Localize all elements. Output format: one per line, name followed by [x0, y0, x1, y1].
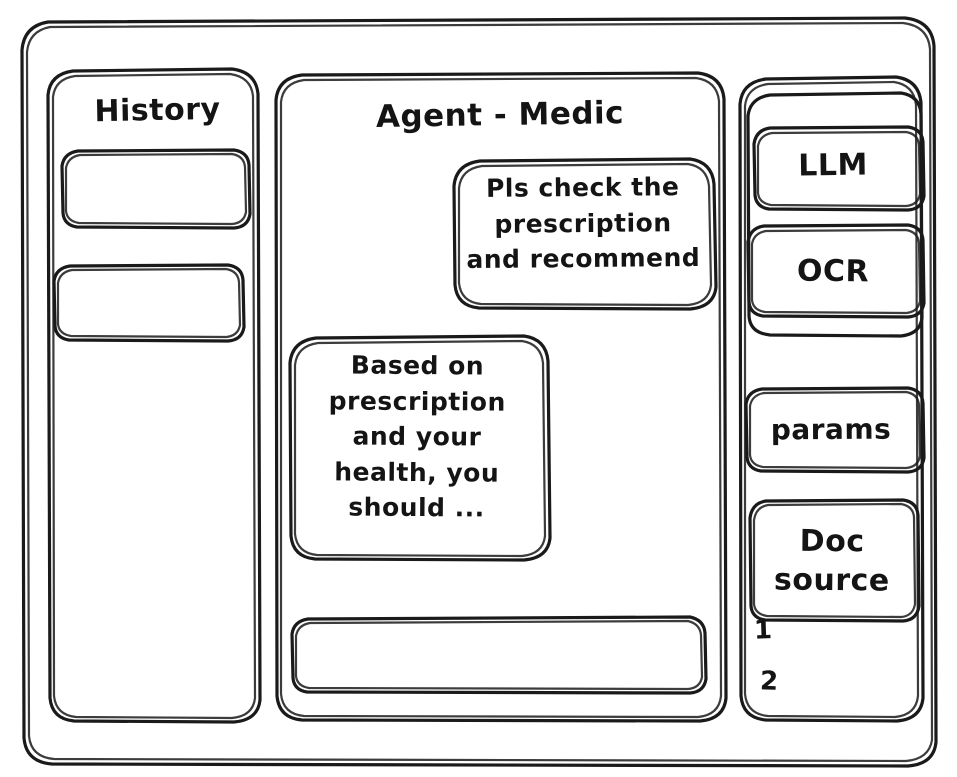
tool-params-label[interactable]: params: [770, 412, 892, 447]
agent-panel-title: Agent - Medic: [375, 95, 625, 135]
history-panel-frame: [46, 67, 262, 724]
assistant-message-text: Based on prescription and your health, y…: [328, 350, 506, 523]
history-entry-1-frame[interactable]: [60, 148, 252, 230]
history-entry-2-frame[interactable]: [52, 263, 246, 343]
tool-llm-label[interactable]: LLM: [797, 147, 869, 184]
doc-source-list-item-1[interactable]: 1: [753, 615, 774, 646]
composer-input-frame[interactable]: [290, 615, 708, 695]
tool-group-models-frame: [746, 91, 924, 338]
user-message-text: Pls check the prescription and recommend: [466, 172, 701, 275]
tool-doc-source-label[interactable]: Doc source: [773, 523, 890, 599]
doc-source-list-item-2[interactable]: 2: [759, 666, 780, 697]
history-panel-title: History: [94, 91, 221, 130]
tool-ocr-label[interactable]: OCR: [796, 253, 870, 290]
